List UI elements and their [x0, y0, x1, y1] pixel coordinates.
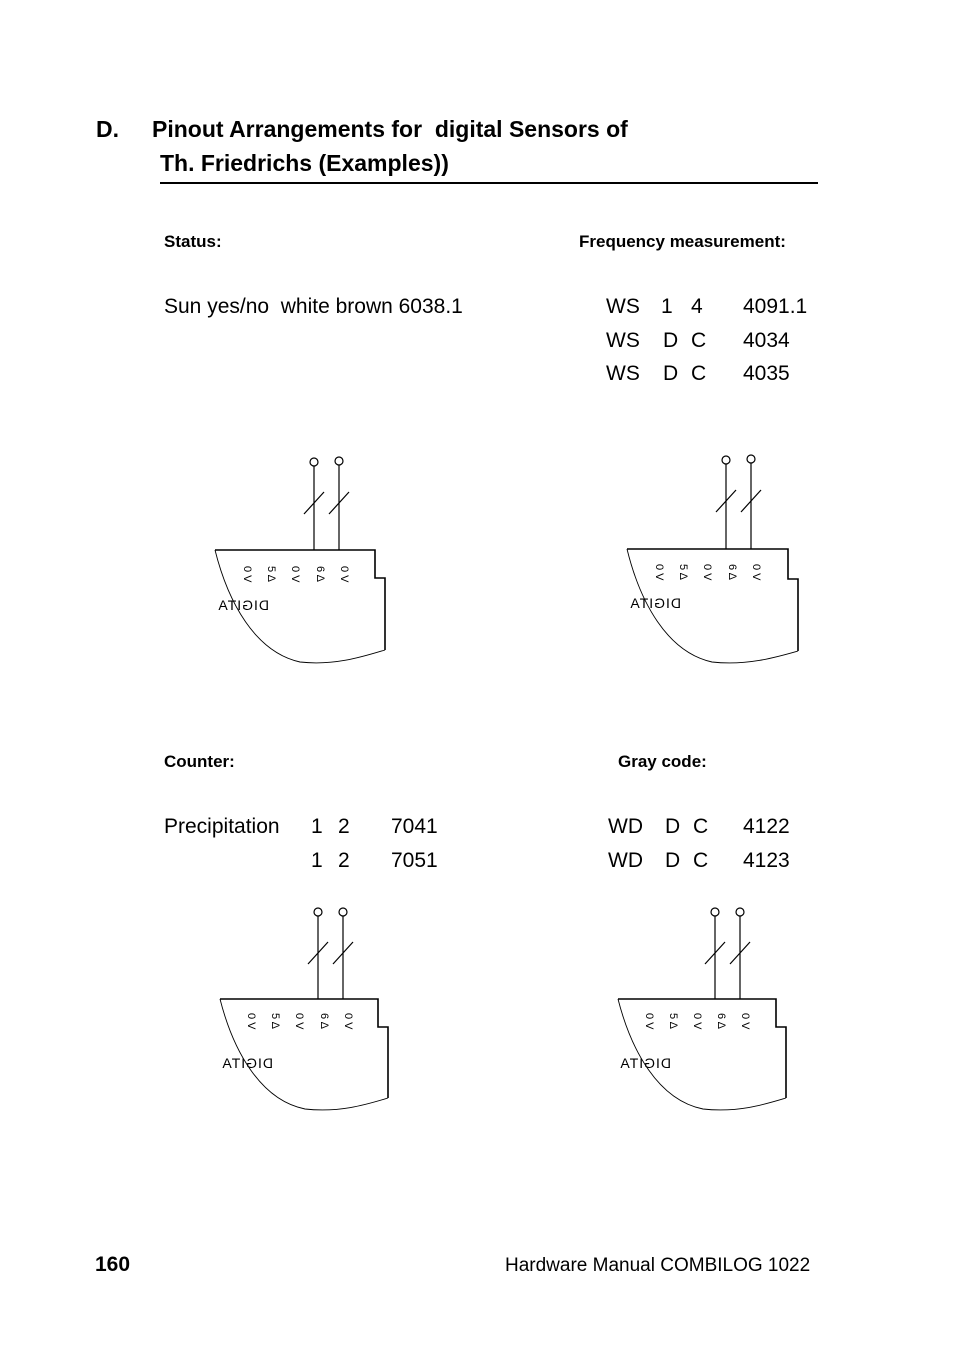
row-a: 1	[311, 849, 323, 872]
row-name: WS	[606, 362, 640, 385]
pin-label: 0 V	[245, 1013, 257, 1030]
row-number: 7041	[391, 815, 438, 838]
row-number: 7051	[391, 849, 438, 872]
connector-brand: DIGITA	[629, 595, 681, 611]
pin-label: 0 V	[701, 564, 713, 581]
connector-diagram-gray-code: 0 V 5 Δ 0 V 6 Δ 0 V DIGITA	[617, 907, 787, 1111]
section-letter: D.	[96, 116, 119, 142]
pin-label: 0 V	[653, 564, 665, 581]
row-a: 1	[661, 295, 673, 318]
pin-label: 5 Δ	[269, 1013, 281, 1030]
row-name: WS	[606, 329, 640, 352]
row-a: 1	[311, 815, 323, 838]
row-b: C	[691, 329, 707, 352]
connector-drawing	[219, 907, 389, 1111]
pin-label: 0 V	[342, 1013, 354, 1030]
connector-brand: DIGITA	[217, 597, 269, 613]
pin-label: 0 V	[289, 566, 301, 583]
row-b: C	[691, 362, 707, 385]
page-number: 160	[95, 1253, 131, 1276]
row-name: WD	[608, 815, 643, 838]
pin-label: 6 Δ	[314, 566, 326, 583]
connector-drawing	[617, 907, 787, 1111]
row-b: 2	[338, 815, 350, 838]
pin-label: 6 Δ	[715, 1013, 727, 1030]
status-line: Sun yes/no white brown 6038.1	[164, 295, 463, 318]
pin-label: 5 Δ	[677, 564, 689, 581]
heading-rule	[160, 182, 818, 184]
heading-line-2: Th. Friedrichs (Examples))	[160, 150, 449, 176]
pin-label: 5 Δ	[667, 1013, 679, 1030]
row-name: WS	[606, 295, 640, 318]
pin-label: 6 Δ	[318, 1013, 330, 1030]
heading-line-1: Pinout Arrangements for digital Sensors …	[152, 116, 628, 142]
pin-label: 0 V	[691, 1013, 703, 1030]
connector-diagram-frequency: 0 V 5 Δ 0 V 6 Δ 0 V DIGITA	[626, 454, 799, 664]
pin-label: 0 V	[750, 564, 762, 581]
connector-diagram-counter: 0 V 5 Δ 0 V 6 Δ 0 V DIGITA	[219, 907, 389, 1111]
row-number: 4123	[743, 849, 790, 872]
connector-drawing	[626, 454, 799, 664]
row-a: D	[665, 849, 681, 872]
row-a: D	[663, 329, 679, 352]
connector-diagram-status: 0 V 5 Δ 0 V 6 Δ 0 V DIGITA	[214, 456, 386, 664]
row-b: C	[693, 815, 709, 838]
gray-code-label: Gray code:	[618, 752, 707, 771]
manual-title: Hardware Manual COMBILOG 1022	[505, 1255, 811, 1276]
pin-label: 0 V	[293, 1013, 305, 1030]
pin-label: 0 V	[338, 566, 350, 583]
row-a: D	[665, 815, 681, 838]
row-number: 4122	[743, 815, 790, 838]
row-a: D	[663, 362, 679, 385]
pin-label: 0 V	[739, 1013, 751, 1030]
pin-label: 5 Δ	[265, 566, 277, 583]
connector-brand: DIGITA	[221, 1055, 273, 1071]
frequency-label: Frequency measurement:	[579, 232, 786, 251]
row-name: WD	[608, 849, 643, 872]
pin-label: 6 Δ	[726, 564, 738, 581]
row-name: Precipitation	[164, 815, 280, 838]
pin-label: 0 V	[241, 566, 253, 583]
row-b: C	[693, 849, 709, 872]
row-b: 2	[338, 849, 350, 872]
status-label: Status:	[164, 232, 222, 251]
row-number: 4035	[743, 362, 790, 385]
row-number: 4034	[743, 329, 790, 352]
row-b: 4	[691, 295, 703, 318]
pin-label: 0 V	[643, 1013, 655, 1030]
connector-brand: DIGITA	[619, 1055, 671, 1071]
row-number: 4091.1	[743, 295, 808, 318]
counter-label: Counter:	[164, 752, 235, 771]
connector-drawing	[214, 456, 386, 664]
